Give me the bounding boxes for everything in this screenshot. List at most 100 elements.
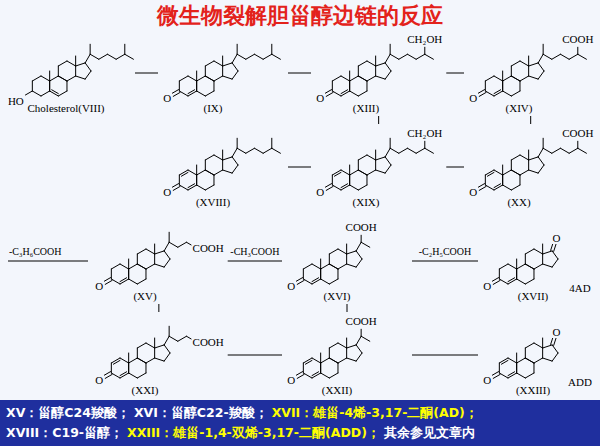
bond-line [516, 269, 517, 279]
bond-line [508, 358, 517, 363]
bond-line [542, 338, 543, 348]
bond-line [128, 269, 129, 279]
bond-line [164, 242, 169, 251]
bond-line [205, 76, 214, 81]
bond-line [237, 44, 238, 54]
footer-line: XV：甾醇C24羧酸；XVI：甾醇C22-羧酸；XVII：雄甾-4烯-3,17-… [6, 404, 478, 422]
bond-line [356, 353, 362, 361]
bond-line [347, 251, 357, 254]
bond-line [90, 44, 91, 54]
bond-line [128, 353, 129, 363]
bond-line [124, 44, 125, 54]
bond-line [366, 175, 367, 185]
bond-line [520, 155, 529, 160]
bond-line [338, 343, 347, 348]
bond-line [107, 54, 116, 59]
molecule-structure: OCOOH(XIV) [464, 30, 597, 116]
bond-line [326, 92, 333, 96]
bond-line [367, 76, 376, 81]
bond-line [125, 54, 134, 59]
bond-line [520, 170, 529, 175]
bond-line [263, 148, 272, 153]
bond-line [58, 76, 67, 81]
bond-line [552, 148, 561, 153]
bond-line [181, 172, 188, 176]
bond-line [569, 148, 578, 153]
bond-line [104, 278, 111, 282]
bond-line [525, 343, 534, 348]
bond-line [542, 254, 543, 264]
bond-line [399, 148, 408, 153]
bond-line [525, 249, 534, 254]
molecule-structure: OCH₂OH(XIX) [311, 124, 446, 210]
bond-line [499, 264, 508, 269]
bond-line [538, 157, 544, 165]
atom-label: O [551, 326, 561, 338]
bond-line [213, 175, 214, 185]
bond-line [188, 185, 197, 190]
bond-line [271, 138, 272, 148]
bond-line [179, 170, 188, 175]
bond-line [164, 353, 170, 361]
reaction-label: -CH₃COOH [229, 246, 280, 258]
bond-line [511, 170, 520, 175]
footer-band: XV：甾醇C24羧酸；XVI：甾醇C22-羧酸；XVII：雄甾-4烯-3,17-… [0, 400, 600, 446]
bond-line [332, 170, 341, 175]
bond-line [520, 61, 529, 66]
bond-line [85, 54, 90, 63]
bond-line [358, 155, 367, 160]
atom-label: O [482, 374, 492, 386]
bond-line [320, 269, 321, 279]
bond-line [321, 358, 330, 363]
bond-line [128, 269, 129, 279]
bond-line [332, 91, 341, 96]
bond-line [49, 71, 50, 81]
reaction-connector [446, 73, 464, 74]
compound-label: (XXIII) [516, 384, 550, 396]
bond-line [385, 148, 390, 157]
reaction-connector [135, 73, 158, 74]
bond-line [32, 76, 41, 81]
atom-label: O [482, 280, 492, 292]
bond-line [329, 264, 338, 269]
atom-label: COOH [561, 33, 594, 45]
bond-line [196, 175, 197, 185]
bond-line [424, 141, 425, 148]
bond-line [41, 91, 50, 96]
bond-line [346, 244, 347, 254]
reaction-connector [288, 167, 311, 168]
bond-line [492, 278, 499, 282]
bond-line [145, 269, 146, 279]
bond-line [508, 279, 517, 284]
bond-line [58, 66, 59, 76]
bond-line [350, 185, 359, 190]
bond-line [312, 373, 321, 378]
bond-line [341, 170, 350, 175]
slide-title: 微生物裂解胆甾醇边链的反应 [0, 2, 600, 30]
bond-line [196, 175, 197, 185]
bond-line [223, 76, 233, 79]
bond-line [76, 63, 86, 66]
bond-line [321, 373, 330, 378]
compound-label: (XVII) [518, 290, 549, 302]
bond-line [137, 249, 146, 254]
bond-line [492, 372, 499, 376]
bond-line [232, 63, 238, 71]
bond-line [254, 148, 263, 153]
bond-line [538, 54, 543, 63]
bond-line [129, 264, 138, 269]
bond-line [361, 242, 370, 247]
bond-line [205, 66, 206, 76]
bond-line [578, 148, 587, 153]
bond-line [356, 345, 362, 353]
bond-line [534, 249, 543, 254]
bond-line [320, 259, 321, 269]
atom-label: COOH [561, 127, 594, 139]
bond-line [232, 71, 238, 79]
bond-line [376, 63, 386, 66]
bond-line [347, 358, 357, 361]
bond-line [296, 372, 303, 376]
reaction-connector [412, 261, 478, 262]
bond-line [52, 90, 59, 94]
